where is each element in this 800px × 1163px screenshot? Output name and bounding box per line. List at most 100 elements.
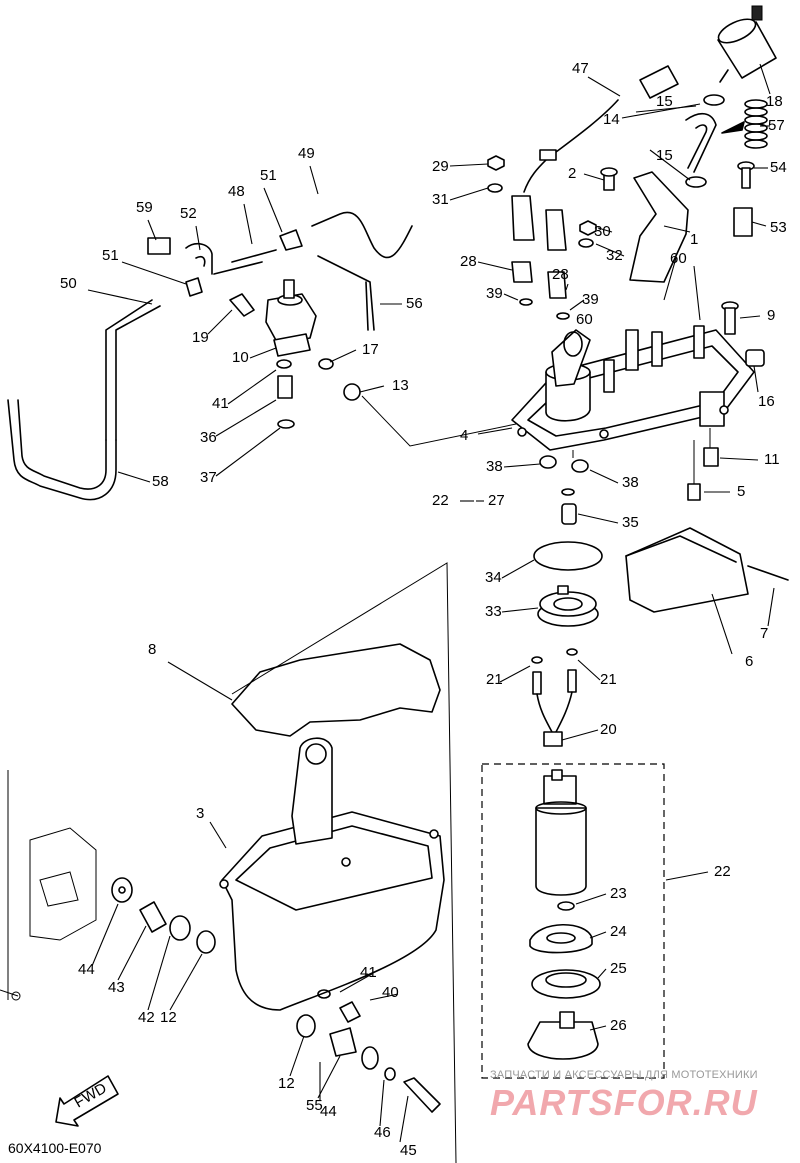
leader-line — [577, 659, 601, 681]
callout-number: 7 — [760, 625, 768, 642]
large-o-ring-part — [533, 541, 603, 571]
separator-tank-part — [219, 737, 445, 1011]
callout-number: 60 — [576, 311, 593, 328]
leader-line — [243, 203, 253, 245]
callout-number: 45 — [400, 1142, 417, 1159]
leader-line — [91, 903, 119, 967]
leader-line — [263, 187, 283, 233]
callout-number: 38 — [622, 474, 639, 491]
callout-number: 20 — [600, 721, 617, 738]
leader-line — [499, 665, 531, 683]
leader-line — [309, 165, 319, 195]
engine-partial — [0, 827, 97, 1001]
callout-number: 28 — [552, 266, 569, 283]
leader-line — [207, 309, 233, 335]
leader-line — [561, 729, 599, 741]
leader-line — [587, 76, 621, 97]
callout-number: 32 — [606, 247, 623, 264]
pump-assembly-box — [481, 763, 665, 1079]
leader-line — [369, 993, 399, 1001]
leader-line — [589, 931, 607, 939]
leader-line — [575, 893, 607, 905]
callout-number: 37 — [200, 469, 217, 486]
pressure-regulator-part — [229, 279, 517, 447]
leader-line — [649, 149, 691, 181]
leader-line — [753, 365, 759, 393]
callout-number: 17 — [362, 341, 379, 358]
leader-line — [751, 221, 767, 227]
callout-number: 5 — [737, 483, 745, 500]
callout-number: 16 — [758, 393, 775, 410]
callout-number: 39 — [582, 291, 599, 308]
callout-number: 18 — [766, 93, 783, 110]
leader-line — [249, 347, 277, 359]
callout-number: 40 — [382, 984, 399, 1001]
leader-line — [663, 225, 691, 233]
leader-line — [719, 457, 759, 461]
leader-line — [449, 163, 489, 167]
callout-number: 15 — [656, 93, 673, 110]
callout-number: 21 — [600, 671, 617, 688]
watermark-caption: ЗАПЧАСТИ И АКСЕССУАРЫ ДЛЯ МОТОТЕХНИКИ — [490, 1069, 758, 1081]
leader-line — [209, 821, 227, 849]
leader-line — [665, 871, 709, 881]
callout-number: 50 — [60, 275, 77, 292]
leader-line — [577, 513, 619, 524]
callout-number: 13 — [392, 377, 409, 394]
watermark-logo: PARTSFOR.RU — [490, 1082, 758, 1123]
callout-number: 14 — [603, 111, 620, 128]
leader-line — [169, 953, 203, 1011]
cover-seals — [539, 450, 589, 525]
leader-line — [569, 299, 585, 311]
leader-line — [663, 257, 677, 301]
callout-number: 53 — [770, 219, 787, 236]
leader-line — [767, 587, 775, 627]
leader-line — [339, 973, 373, 993]
callout-number: 43 — [108, 979, 125, 996]
pump-wire-part — [531, 648, 578, 747]
cover-small-parts — [687, 301, 765, 501]
callout-number: 31 — [432, 191, 449, 208]
vent-hoses — [147, 211, 413, 331]
leader-line — [739, 315, 761, 319]
callout-number: 22 — [432, 492, 449, 509]
leader-line — [117, 925, 147, 981]
callout-number: 24 — [610, 923, 627, 940]
callout-number: 34 — [485, 569, 502, 586]
leader-line — [147, 219, 157, 241]
leader-line — [503, 293, 519, 301]
leader-line — [501, 607, 539, 613]
leader-line — [289, 1035, 305, 1077]
callout-number: 52 — [180, 205, 197, 222]
callout-number: 44 — [78, 961, 95, 978]
strainer-parts — [527, 923, 601, 1060]
callout-number: 48 — [228, 183, 245, 200]
fuel-pump-part — [535, 769, 587, 911]
leader-line — [711, 593, 733, 655]
callout-number: 46 — [374, 1124, 391, 1141]
callout-number: 12 — [278, 1075, 295, 1092]
callout-number: 57 — [768, 117, 785, 134]
pump-holder-part — [537, 585, 599, 627]
callout-number: 11 — [764, 451, 780, 468]
callout-number: 58 — [152, 473, 169, 490]
callout-number: 39 — [486, 285, 503, 302]
leader-line — [359, 385, 385, 393]
callout-number: 33 — [485, 603, 502, 620]
callout-number: 35 — [622, 514, 639, 531]
leader-line — [195, 225, 201, 251]
callout-number: 10 — [232, 349, 249, 366]
leader-line — [759, 63, 771, 95]
leader-line — [215, 399, 277, 437]
gasket-part — [231, 643, 441, 737]
leader-line — [215, 427, 281, 477]
callout-number: 41 — [212, 395, 229, 412]
leader-line — [317, 1055, 341, 1099]
callout-number: 29 — [432, 158, 449, 175]
leader-line — [399, 1095, 409, 1143]
leader-line — [621, 103, 701, 119]
callout-number: 19 — [192, 329, 209, 346]
callout-number: 9 — [767, 307, 775, 324]
sensor-53-part — [733, 161, 755, 237]
